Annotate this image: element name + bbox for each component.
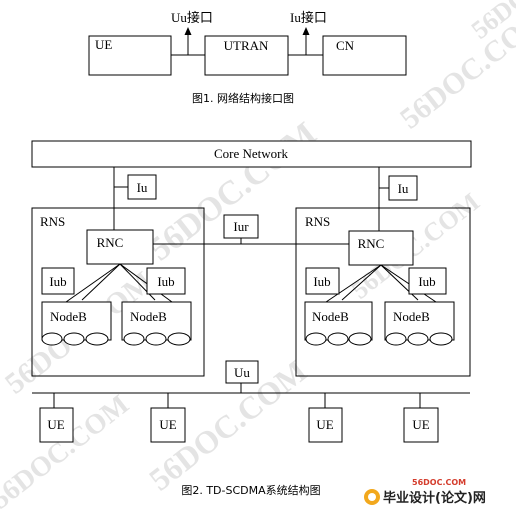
- antenna-group-3: [305, 332, 372, 346]
- rnc-left-link-3: [65, 263, 121, 303]
- iu-box-right: [388, 175, 418, 201]
- iub-box-2: [146, 267, 186, 295]
- uu-arrowhead: [184, 27, 192, 35]
- iu-label-left: Iu: [137, 180, 148, 195]
- iur-label: Iur: [233, 219, 249, 234]
- iub-label-4: Iub: [418, 274, 435, 289]
- iu-interface-label: Iu接口: [290, 10, 327, 25]
- rns-label-right: RNS: [305, 214, 330, 229]
- iu-label-right: Iu: [398, 181, 409, 196]
- nodeb-label-2: NodeB: [130, 309, 167, 324]
- nodeb-label-4: NodeB: [393, 309, 430, 324]
- ue-box-1: [39, 407, 74, 443]
- rns-label-left: RNS: [40, 214, 65, 229]
- rnc-left-link-1: [81, 263, 121, 301]
- antenna-group-4: [385, 332, 453, 346]
- rnc-label-right: RNC: [358, 236, 385, 251]
- uu-box: [225, 360, 259, 384]
- ue-label-4: UE: [412, 417, 429, 432]
- iub-label-2: Iub: [157, 274, 174, 289]
- caption-figure-2: 图2. TD-SCDMA系统结构图: [181, 483, 320, 497]
- cn-label: CN: [336, 38, 355, 53]
- rnc-label-left: RNC: [97, 235, 124, 250]
- site-logo-url: 56DOC.COM: [412, 478, 466, 487]
- iub-box-4: [408, 267, 447, 295]
- ue-label-3: UE: [316, 417, 333, 432]
- site-logo-text: 毕业设计(论文)网: [383, 490, 486, 506]
- ue-label-1: UE: [47, 417, 64, 432]
- antenna-group-1: [41, 332, 109, 346]
- rnc-right-link-1: [341, 264, 382, 301]
- caption-figure-1: 图1. 网络结构接口图: [192, 91, 294, 105]
- rnc-left-link-4: [119, 263, 173, 303]
- rnc-right-link-3: [325, 264, 382, 303]
- core-network-label: Core Network: [214, 146, 289, 161]
- iub-box-3: [305, 267, 340, 295]
- iub-box-1: [41, 267, 75, 295]
- iu-arrowhead: [302, 27, 310, 35]
- nodeb-label-3: NodeB: [312, 309, 349, 324]
- ue-box-2: [150, 407, 186, 443]
- uu-label: Uu: [234, 365, 250, 380]
- rns-box-left: [31, 207, 205, 377]
- ue-label-2: UE: [159, 417, 176, 432]
- core-network-box: [31, 140, 472, 168]
- ue-label-top: UE: [95, 37, 112, 52]
- iub-label-3: Iub: [313, 274, 330, 289]
- antenna-group-2: [123, 332, 191, 346]
- uu-interface-label: Uu接口: [171, 10, 213, 25]
- rnc-box-left: [86, 229, 154, 265]
- ue-box-4: [403, 407, 439, 443]
- site-logo: 56DOC.COM 毕业设计(论文)网: [364, 478, 486, 506]
- rnc-box-right: [348, 230, 414, 266]
- ue-box-3: [308, 407, 343, 443]
- iub-label-1: Iub: [49, 274, 66, 289]
- nodeb-label-1: NodeB: [50, 309, 87, 324]
- cn-box: [322, 35, 407, 76]
- rns-box-right: [295, 207, 471, 377]
- iu-box-left: [127, 174, 157, 200]
- utran-label: UTRAN: [224, 38, 269, 53]
